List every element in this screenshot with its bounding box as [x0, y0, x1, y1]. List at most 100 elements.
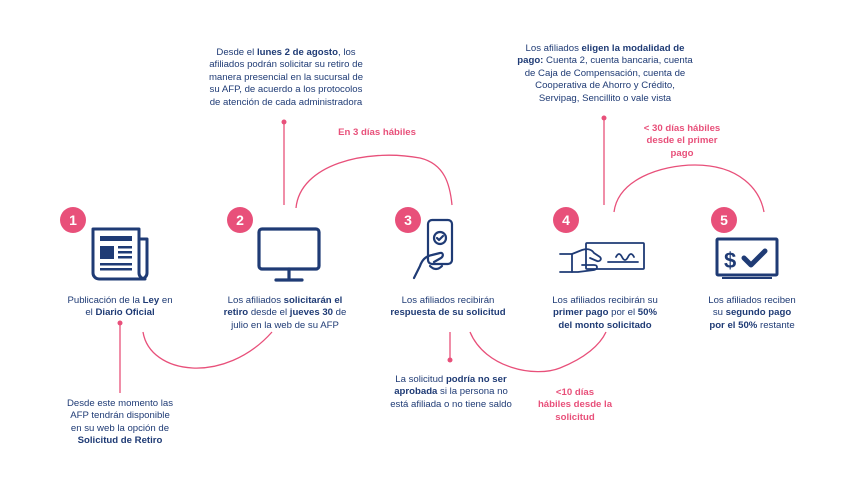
- text-segment: de atención de cada administradora: [209, 96, 363, 108]
- text-segment: Desde el: [216, 47, 257, 58]
- text-segment: por el 50%: [709, 319, 758, 331]
- text-segment: pago:: [517, 55, 544, 67]
- text-segment: Los afiliados recibirán: [401, 295, 495, 306]
- text-segment: Cooperativa de Ahorro y Crédito,: [535, 80, 675, 92]
- arc-4-5: [613, 164, 765, 213]
- text-segment: solicitarán el: [283, 295, 343, 306]
- text-segment: Los afiliados reciben: [708, 295, 796, 306]
- cheque-icon: $: [715, 237, 779, 279]
- text-line: Los afiliados reciben: [672, 295, 832, 307]
- newspaper-icon: [91, 227, 149, 281]
- connector-label-1: En 3 días hábiles: [338, 127, 416, 138]
- text-line: Publicación de la Ley en: [40, 295, 200, 307]
- text-line: Desde este momento las: [40, 398, 200, 410]
- text-line: pago: Cuenta 2, cuenta bancaria, cuenta: [505, 55, 705, 67]
- text-line: Los afiliados eligen la modalidad de: [505, 43, 705, 55]
- connector-label-3: < 30 días hábiles desde el primer pago: [643, 123, 721, 159]
- text-segment: de: [333, 307, 347, 319]
- text-segment: su AFP, de acuerdo a los protocolos: [209, 84, 363, 96]
- phone-check-icon: [412, 218, 454, 280]
- text-segment: Solicitud de Retiro: [77, 435, 163, 447]
- text-line: su AFP, de acuerdo a los protocolos: [186, 84, 386, 96]
- text-segment: 50%: [637, 307, 657, 319]
- text-segment: , los: [337, 47, 356, 58]
- text-line: de Caja de Compensación, cuenta de: [505, 68, 705, 80]
- text-line: La solicitud podría no ser: [373, 374, 529, 386]
- text-segment: Desde este momento las: [66, 398, 174, 409]
- text-segment: primer pago: [553, 307, 609, 319]
- text-segment: segundo pago: [725, 307, 792, 319]
- text-segment: por el: [608, 307, 638, 319]
- text-segment: en: [159, 295, 173, 306]
- text-segment: Publicación de la: [67, 295, 143, 306]
- text-segment: respuesta de su solicitud: [390, 307, 506, 319]
- text-segment: lunes 2 de agosto: [256, 47, 338, 58]
- text-line: Desde el lunes 2 de agosto, los: [186, 47, 386, 59]
- text-segment: en su web la opción de: [70, 422, 170, 434]
- arc-1-2: [142, 331, 273, 369]
- text-segment: manera presencial en la sucursal de: [208, 71, 364, 83]
- step-3-badge: 3: [395, 207, 421, 233]
- text-segment: si la persona no: [437, 386, 508, 398]
- svg-text:$: $: [724, 248, 736, 273]
- text-segment: del monto solicitado: [558, 319, 652, 331]
- text-segment: Ley: [142, 295, 160, 306]
- text-line: su segundo pago: [672, 307, 832, 319]
- connector-label-2: <10 días hábiles desde la solicitud: [537, 387, 613, 423]
- text-segment: restante: [757, 319, 795, 331]
- text-segment: aprobada: [394, 386, 438, 398]
- text-segment: julio en la web de su AFP: [231, 319, 339, 331]
- text-segment: Los afiliados recibirán su: [552, 295, 658, 306]
- text-segment: Los afiliados: [227, 295, 284, 306]
- text-line: primer pago por el 50%: [525, 307, 685, 319]
- text-line: AFP tendrán disponible: [40, 410, 200, 422]
- arc-3-4: [469, 331, 607, 373]
- text-segment: desde el: [248, 307, 290, 319]
- text-segment: afiliados podrán solicitar su retiro de: [209, 59, 363, 71]
- hand-check-icon: [559, 242, 645, 273]
- text-line: Los afiliados solicitarán el: [205, 295, 365, 307]
- arc-2-3: [295, 154, 453, 209]
- monitor-icon: [257, 227, 321, 282]
- text-segment: Servipag, Sencillito o vale vista: [538, 92, 672, 104]
- text-segment: el: [85, 307, 96, 319]
- text-segment: de Caja de Compensación, cuenta de: [524, 67, 686, 79]
- text-segment: eligen la modalidad de: [581, 43, 685, 54]
- text-line: afiliados podrán solicitar su retiro de: [186, 59, 386, 71]
- text-segment: AFP tendrán disponible: [70, 410, 170, 422]
- text-line: Solicitud de Retiro: [40, 435, 200, 447]
- text-line: del monto solicitado: [525, 320, 685, 332]
- text-line: julio en la web de su AFP: [205, 320, 365, 332]
- text-segment: está afiliada o no tiene saldo: [390, 398, 512, 410]
- text-segment: La solicitud: [395, 374, 446, 385]
- text-line: Servipag, Sencillito o vale vista: [505, 93, 705, 105]
- text-line: el Diario Oficial: [40, 307, 200, 319]
- text-line: por el 50% restante: [672, 320, 832, 332]
- step-2-badge: 2: [227, 207, 253, 233]
- text-line: en su web la opción de: [40, 423, 200, 435]
- text-line: manera presencial en la sucursal de: [186, 72, 386, 84]
- text-segment: retiro: [223, 307, 249, 319]
- text-segment: Diario Oficial: [95, 307, 155, 319]
- text-line: Cooperativa de Ahorro y Crédito,: [505, 80, 705, 92]
- text-line: respuesta de su solicitud: [368, 307, 528, 319]
- text-segment: jueves 30: [289, 307, 333, 319]
- text-segment: Los afiliados: [525, 43, 582, 54]
- text-line: retiro desde el jueves 30 de: [205, 307, 365, 319]
- text-line: está afiliada o no tiene saldo: [373, 399, 529, 411]
- text-segment: podría no ser: [445, 374, 507, 385]
- text-line: aprobada si la persona no: [373, 386, 529, 398]
- text-line: Los afiliados recibirán: [368, 295, 528, 307]
- text-segment: su: [712, 307, 726, 319]
- text-line: de atención de cada administradora: [186, 97, 386, 109]
